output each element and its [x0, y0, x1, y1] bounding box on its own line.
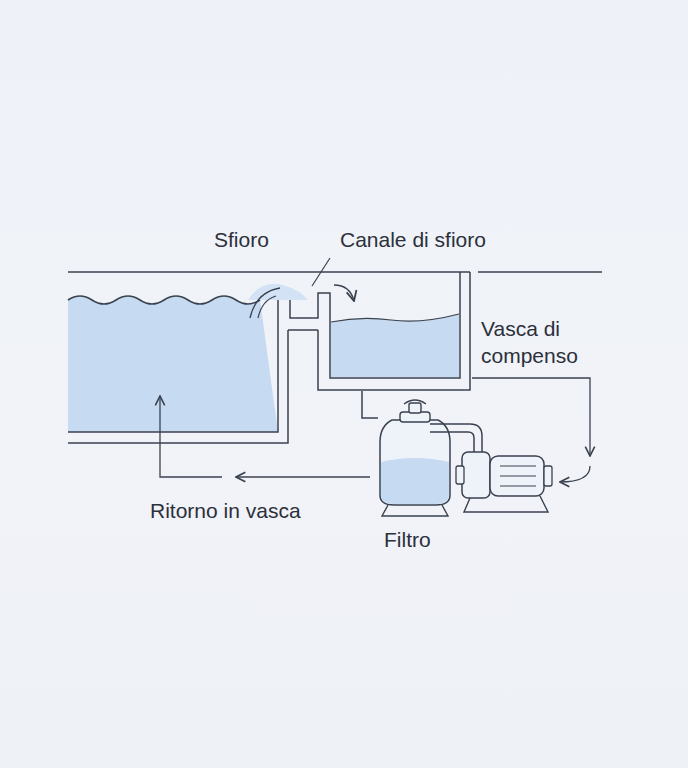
part-label: Ritorno in vasca	[150, 497, 301, 524]
flow-arrow	[160, 396, 222, 477]
part-label: Filtro	[384, 526, 431, 553]
pipe	[430, 432, 474, 452]
pipe	[362, 391, 378, 418]
flow-arrow	[236, 476, 370, 477]
leader-line	[312, 258, 330, 286]
part-label: Canale di sfioro	[340, 226, 486, 253]
pump	[456, 452, 552, 512]
flow-arrow	[472, 378, 590, 456]
part-label: Sfioro	[214, 226, 269, 253]
part-label: Vasca di compenso	[481, 315, 613, 369]
pipe	[430, 424, 482, 452]
flow-arrow	[560, 466, 590, 482]
compensation-tank-water	[331, 314, 459, 377]
overflow-splash	[248, 284, 354, 318]
sand-filter	[380, 400, 450, 516]
